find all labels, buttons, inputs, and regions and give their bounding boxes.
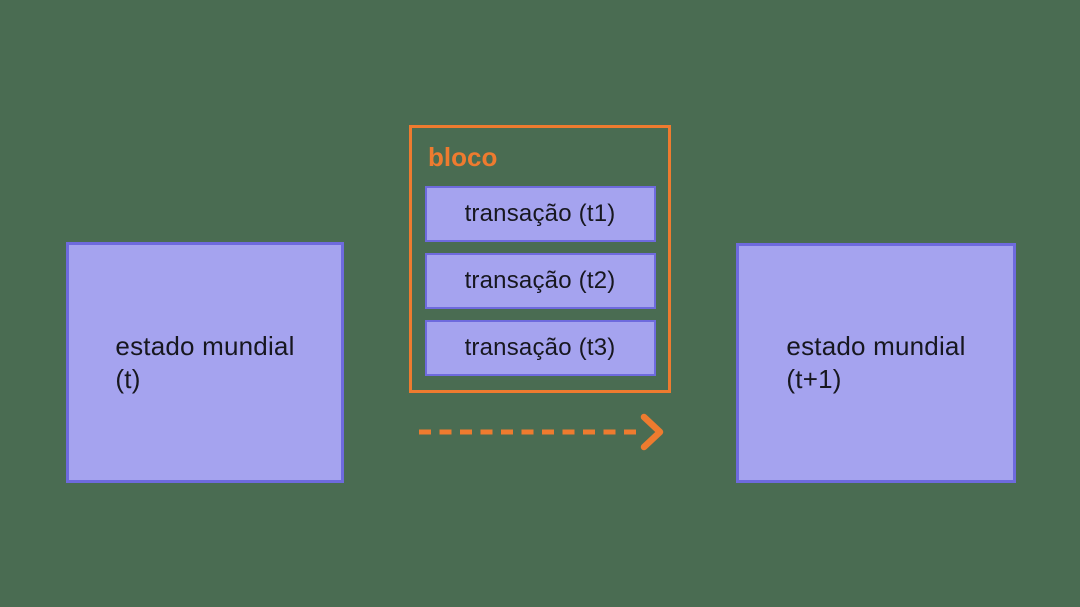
transaction-t3-label: transação (t3) xyxy=(464,334,616,361)
dashed-arrow-svg xyxy=(419,413,664,451)
world-state-t1-label: estado mundial (t+1) xyxy=(786,330,965,396)
world-state-t-box: estado mundial (t) xyxy=(66,242,344,483)
transaction-t1-box: transação (t1) xyxy=(424,186,656,242)
dashed-arrow-head xyxy=(640,413,664,451)
world-state-t1-line2: (t+1) xyxy=(786,364,842,394)
block-container: bloco transação (t1) transação (t2) tran… xyxy=(409,125,671,393)
world-state-t-line1: estado mundial xyxy=(115,330,295,361)
transaction-t1-label: transação (t1) xyxy=(464,200,616,227)
world-state-t1-line1: estado mundial xyxy=(786,331,966,361)
transaction-t3-box: transação (t3) xyxy=(424,320,656,376)
world-state-t-label: estado mundial (t) xyxy=(115,330,294,396)
transaction-t2-box: transação (t2) xyxy=(424,253,656,309)
world-state-t1-box: estado mundial (t+1) xyxy=(736,243,1016,483)
dashed-arrow-icon xyxy=(415,410,671,454)
transaction-t2-label: transação (t2) xyxy=(464,267,616,294)
world-state-t-line2: (t) xyxy=(115,363,141,394)
block-title: bloco xyxy=(428,142,498,172)
